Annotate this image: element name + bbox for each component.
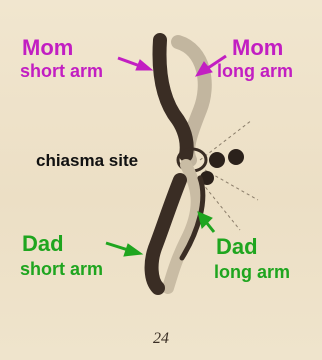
dad-short-arrow bbox=[106, 243, 142, 256]
mom-short-arm-chromatid bbox=[160, 40, 187, 155]
centromere-bead bbox=[209, 152, 225, 168]
mom-short-title: Mom bbox=[22, 37, 73, 59]
dad-long-arrow bbox=[198, 212, 214, 232]
chiasma-site-label: chiasma site bbox=[36, 152, 138, 169]
figure-number: 24 bbox=[153, 330, 169, 348]
mom-long-title: Mom bbox=[232, 37, 283, 59]
dad-short-title: Dad bbox=[22, 233, 64, 255]
mom-long-subtitle: long arm bbox=[217, 62, 293, 80]
dad-long-title: Dad bbox=[216, 236, 258, 258]
mom-short-subtitle: short arm bbox=[20, 62, 103, 80]
mom-short-arrow bbox=[118, 58, 152, 70]
dad-short-subtitle: short arm bbox=[20, 260, 103, 278]
dad-long-subtitle: long arm bbox=[214, 263, 290, 281]
centromere-bead bbox=[228, 149, 244, 165]
